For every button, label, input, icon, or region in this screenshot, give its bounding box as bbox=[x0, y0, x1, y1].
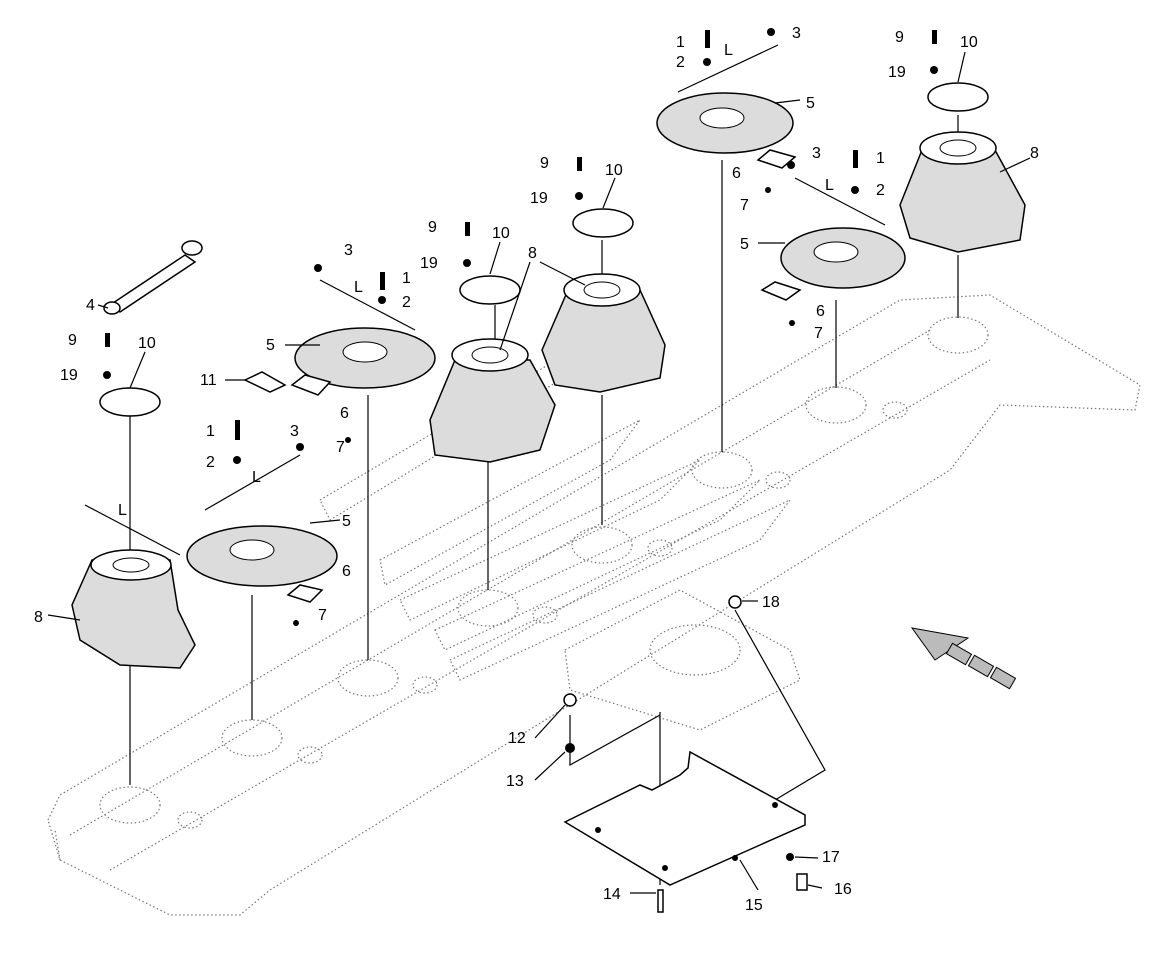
callout-7: 7 bbox=[318, 607, 327, 624]
callout-9: 9 bbox=[540, 155, 549, 172]
cone-housing-left bbox=[71, 549, 196, 669]
callout-5: 5 bbox=[266, 337, 275, 354]
cone-housing-center-left bbox=[429, 338, 556, 463]
callout-8: 8 bbox=[34, 609, 43, 626]
callout-4: 4 bbox=[86, 297, 95, 314]
callout-2: 2 bbox=[876, 182, 885, 199]
callout-3: 3 bbox=[812, 145, 821, 162]
callout-L: L bbox=[825, 177, 834, 194]
wrench bbox=[103, 240, 203, 315]
callout-10: 10 bbox=[960, 34, 978, 51]
disc-center-left bbox=[294, 327, 436, 389]
callout-3: 3 bbox=[792, 25, 801, 42]
callout-5: 5 bbox=[806, 95, 815, 112]
callout-1: 1 bbox=[402, 270, 411, 287]
disc-right bbox=[780, 227, 906, 289]
callout-L: L bbox=[252, 469, 261, 486]
cone-housing-right bbox=[899, 131, 1026, 253]
callout-L: L bbox=[724, 42, 733, 59]
callout-12: 12 bbox=[508, 730, 526, 747]
callout-14: 14 bbox=[603, 886, 621, 903]
callout-L: L bbox=[118, 502, 127, 519]
callout-10: 10 bbox=[138, 335, 156, 352]
cutter-hubs bbox=[99, 316, 989, 829]
callout-19: 19 bbox=[530, 190, 548, 207]
fasteners bbox=[103, 28, 938, 913]
callout-1: 1 bbox=[206, 423, 215, 440]
callout-6: 6 bbox=[340, 405, 349, 422]
callout-3: 3 bbox=[344, 242, 353, 259]
callout-5: 5 bbox=[740, 236, 749, 253]
dimension-lines bbox=[84, 44, 886, 556]
callout-19: 19 bbox=[60, 367, 78, 384]
callout-10: 10 bbox=[492, 225, 510, 242]
cover-plates bbox=[99, 82, 989, 417]
callout-1: 1 bbox=[676, 34, 685, 51]
skid-plate bbox=[563, 750, 806, 886]
callout-2: 2 bbox=[402, 294, 411, 311]
callout-18: 18 bbox=[762, 594, 780, 611]
callout-3: 3 bbox=[290, 423, 299, 440]
callout-17: 17 bbox=[822, 849, 840, 866]
callout-9: 9 bbox=[428, 219, 437, 236]
callout-6: 6 bbox=[816, 303, 825, 320]
callout-19: 19 bbox=[888, 64, 906, 81]
callout-9: 9 bbox=[895, 29, 904, 46]
callout-6: 6 bbox=[732, 165, 741, 182]
callout-L: L bbox=[354, 279, 363, 296]
callout-15: 15 bbox=[745, 897, 763, 914]
callout-19: 19 bbox=[420, 255, 438, 272]
callout-2: 2 bbox=[206, 454, 215, 471]
callout-1: 1 bbox=[876, 150, 885, 167]
leader-lines bbox=[47, 51, 1031, 894]
callout-13: 13 bbox=[506, 773, 524, 790]
callout-6: 6 bbox=[342, 563, 351, 580]
callout-10: 10 bbox=[605, 162, 623, 179]
direction-arrow bbox=[910, 627, 1017, 690]
disc-left bbox=[186, 525, 338, 587]
callout-7: 7 bbox=[740, 197, 749, 214]
knives bbox=[243, 149, 802, 603]
cone-housing-center bbox=[541, 273, 666, 393]
callout-7: 7 bbox=[814, 325, 823, 342]
callout-8: 8 bbox=[528, 245, 537, 262]
disc-top bbox=[656, 92, 794, 154]
callout-11: 11 bbox=[200, 372, 217, 389]
callout-labels: 4 9 19 10 11 8 L 1 2 3 L 5 6 7 5 6 7 3 1… bbox=[34, 25, 1039, 914]
callout-2: 2 bbox=[676, 54, 685, 71]
callout-7: 7 bbox=[336, 439, 345, 456]
callout-16: 16 bbox=[834, 881, 852, 898]
callout-9: 9 bbox=[68, 332, 77, 349]
callout-5: 5 bbox=[342, 513, 351, 530]
callout-8: 8 bbox=[1030, 145, 1039, 162]
